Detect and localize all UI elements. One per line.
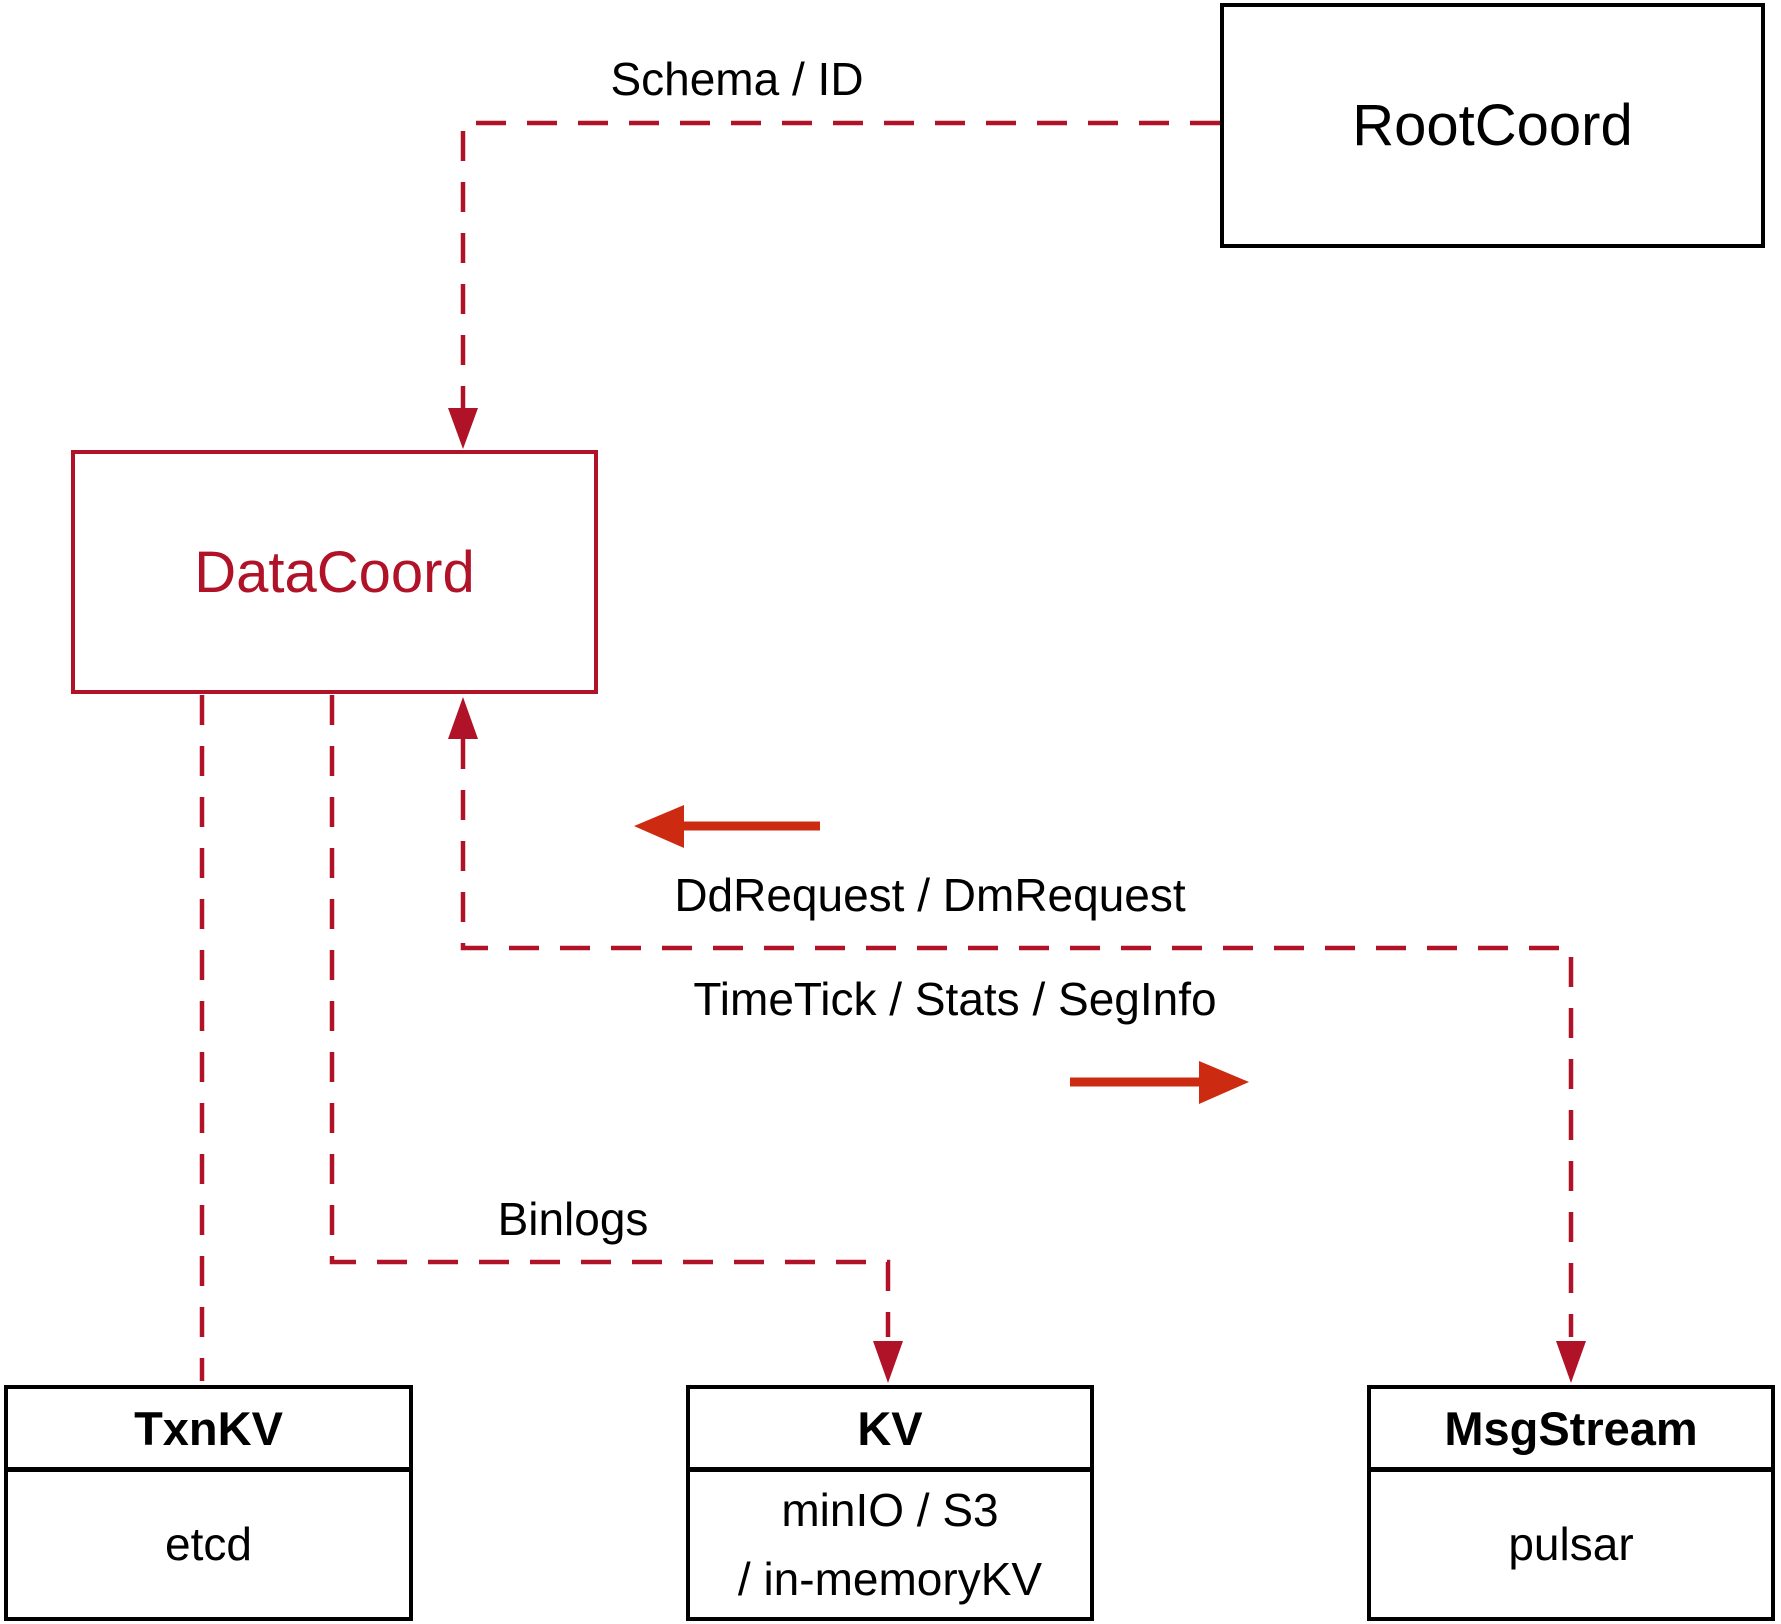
binlogs-dashed-connector <box>329 695 891 1337</box>
node-txnkv: TxnKV etcd <box>4 1385 413 1621</box>
msgstream-title: MsgStream <box>1371 1389 1771 1472</box>
node-rootcoord: RootCoord <box>1220 3 1765 248</box>
kv-backend-line1: minIO / S3 <box>781 1483 999 1536</box>
node-kv: KV minIO / S3 / in-memoryKV <box>686 1385 1094 1621</box>
node-msgstream: MsgStream pulsar <box>1367 1385 1775 1621</box>
left-direction-arrowhead-icon <box>634 805 684 848</box>
arrowhead-down-into-datacoord-icon <box>448 408 478 449</box>
right-direction-arrowhead-icon <box>1199 1061 1249 1104</box>
msgstream-backend: pulsar <box>1508 1518 1634 1570</box>
rootcoord-label: RootCoord <box>1352 93 1633 158</box>
edge-label-ddrequest: DdRequest / DmRequest <box>674 869 1186 921</box>
arrowhead-down-into-kv-icon <box>873 1341 903 1383</box>
txnkv-backend: etcd <box>165 1518 252 1570</box>
node-datacoord: DataCoord <box>71 450 598 694</box>
txnkv-title: TxnKV <box>8 1389 409 1472</box>
kv-title: KV <box>690 1389 1090 1472</box>
kv-backend-line2: / in-memoryKV <box>737 1552 1043 1605</box>
arrowhead-up-into-datacoord-icon <box>448 697 478 739</box>
edge-label-binlogs: Binlogs <box>497 1193 649 1245</box>
datacoord-label: DataCoord <box>194 539 475 605</box>
schema-id-dashed-connector <box>460 120 1220 410</box>
datacoord-msgstream-dashed-connector <box>460 739 1574 1337</box>
edge-label-timetick: TimeTick / Stats / SegInfo <box>693 973 1217 1025</box>
edge-label-schema-id: Schema / ID <box>610 53 864 105</box>
arrowhead-down-into-msgstream-icon <box>1556 1341 1586 1383</box>
